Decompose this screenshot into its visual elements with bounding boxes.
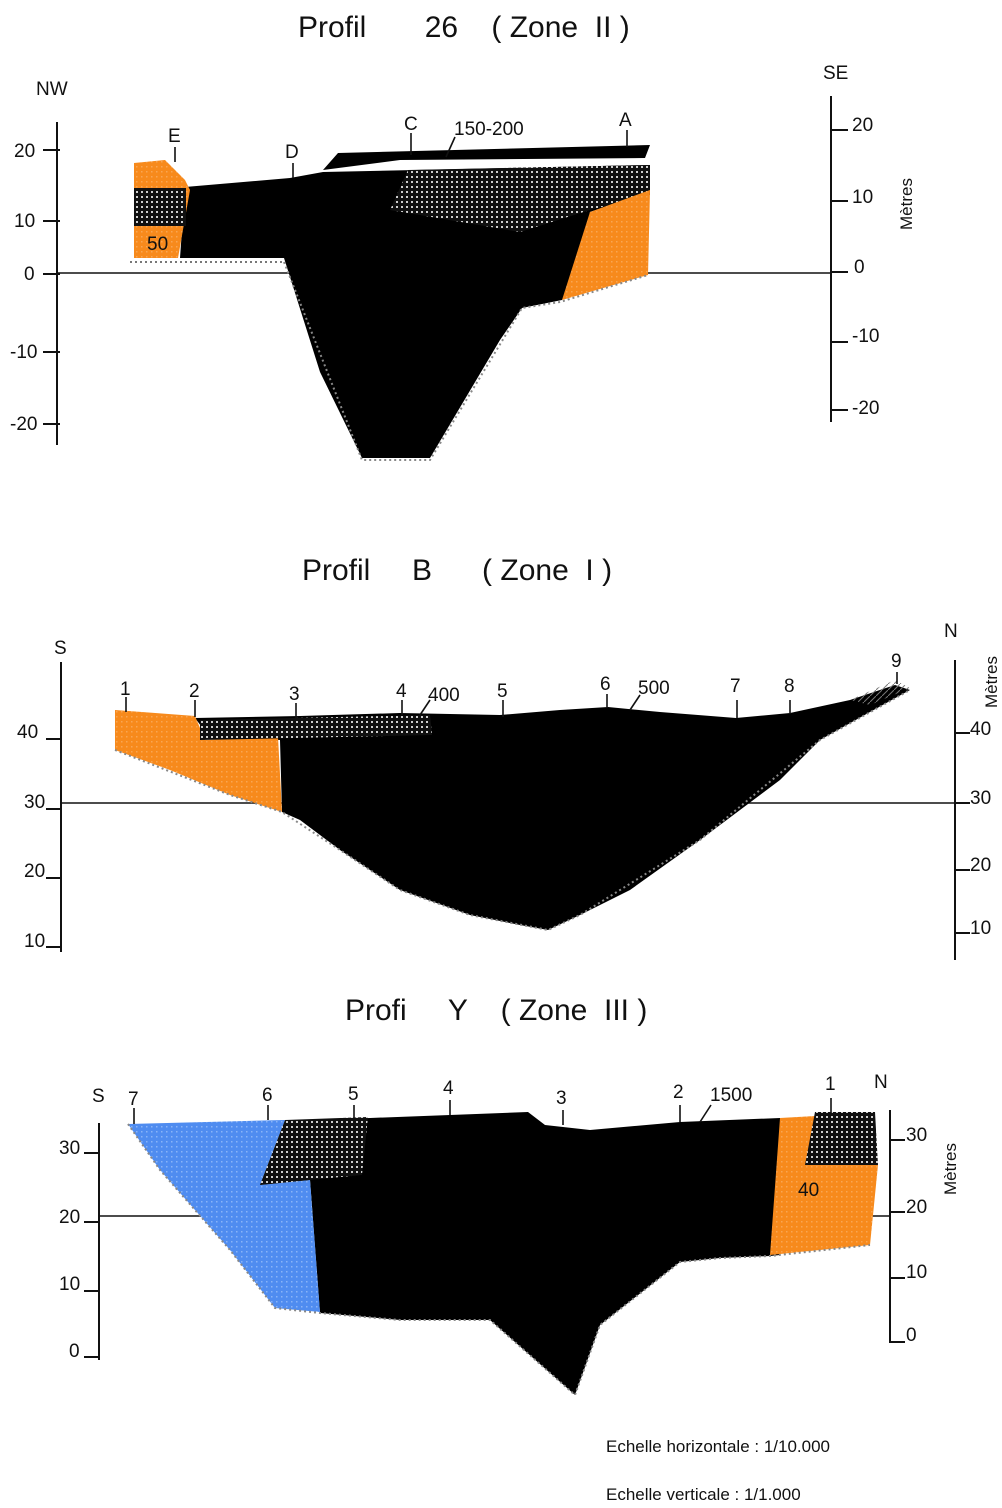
left-axis: 20 10 0 -10 -20 [10,122,60,445]
point-label: 8 [784,676,795,697]
tick-label: 20 [906,1197,927,1218]
point-label: 7 [128,1089,139,1110]
profile-title: Profil 26 ( Zone II ) [298,11,630,44]
tick-label: 10 [59,1274,80,1295]
tick-label: -10 [10,342,37,363]
right-axis-label: Mètres [941,1143,960,1195]
point-markers: 1 2 3 4 5 6 7 8 9 [120,651,902,718]
profile-title: Profil B ( Zone I ) [302,554,612,587]
annotation-label: 40 [798,1180,819,1201]
direction-left-label: NW [36,79,68,100]
right-axis-label: Mètres [982,656,1001,708]
profile-title: Profi Y ( Zone III ) [345,994,647,1027]
right-axis: 30 20 10 0 Mètres [889,1110,960,1346]
point-label: 7 [730,676,741,697]
annotation-label: 400 [428,685,460,706]
tick-label: 20 [852,115,873,136]
tick-label: 20 [14,141,35,162]
direction-left-label: S [54,638,67,659]
tick-label: 10 [24,931,45,952]
point-label: 5 [497,681,508,702]
tick-label: 0 [24,264,35,285]
point-label: 6 [600,674,611,695]
tick-label: 10 [852,187,873,208]
horizontal-scale-note: Echelle horizontale : 1/10.000 [606,1437,830,1456]
point-label: A [619,110,632,131]
direction-right-label: N [874,1072,888,1093]
direction-right-label: SE [823,63,848,84]
tick-label: 40 [970,719,991,740]
tick-label: -10 [852,326,879,347]
point-label: 1 [825,1074,836,1095]
left-axis: 40 30 20 10 [17,662,62,952]
direction-right-label: N [944,621,958,642]
tick-label: 20 [24,861,45,882]
point-label: 5 [348,1084,359,1105]
annotation-label: 1500 [710,1085,752,1106]
tick-label: 30 [24,792,45,813]
tick-label: 30 [59,1138,80,1159]
point-label: 3 [289,684,300,705]
tick-label: 0 [854,257,865,278]
point-label: E [168,126,181,147]
right-axis-label: Mètres [897,178,916,230]
right-axis: 20 10 0 -10 -20 Mètres [830,96,916,422]
point-label: C [404,114,418,135]
vertical-scale-note: Echelle verticale : 1/1.000 [606,1485,801,1504]
tick-label: 10 [14,211,35,232]
point-label: 2 [189,681,200,702]
cross-section [127,1112,878,1397]
cross-section [114,680,911,932]
tick-label: 20 [970,855,991,876]
point-label: D [285,142,299,163]
tick-label: 30 [970,788,991,809]
point-label: 3 [556,1088,567,1109]
cross-section [130,145,650,461]
tick-label: 0 [69,1341,80,1362]
left-axis: 30 20 10 0 [59,1123,100,1362]
point-label: 4 [396,681,407,702]
point-markers: 7 6 5 4 3 2 1 [128,1074,836,1125]
annotation-label: 150-200 [454,119,524,140]
point-label: 6 [262,1085,273,1106]
profile-y: Profi Y ( Zone III ) S N 30 20 10 0 30 2… [59,994,960,1397]
point-label: 9 [891,651,902,672]
point-label: 4 [443,1078,454,1099]
point-label: 1 [120,679,131,700]
profile-b: Profil B ( Zone I ) S N 40 30 20 10 40 3… [17,554,1001,960]
right-axis: 40 30 20 10 Mètres [954,656,1001,960]
tick-label: 40 [17,722,38,743]
direction-left-label: S [92,1086,105,1107]
point-label: 2 [673,1082,684,1103]
tick-label: -20 [852,398,879,419]
point-markers: E D C A [168,110,632,178]
annotation-label: 50 [147,234,168,255]
profile-26: Profil 26 ( Zone II ) NW SE 20 10 0 -10 … [10,11,916,461]
tick-label: 30 [906,1125,927,1146]
tick-label: -20 [10,414,37,435]
tick-label: 20 [59,1207,80,1228]
tick-label: 10 [906,1262,927,1283]
annotation-label: 500 [638,678,670,699]
tick-label: 0 [906,1325,917,1346]
tick-label: 10 [970,918,991,939]
